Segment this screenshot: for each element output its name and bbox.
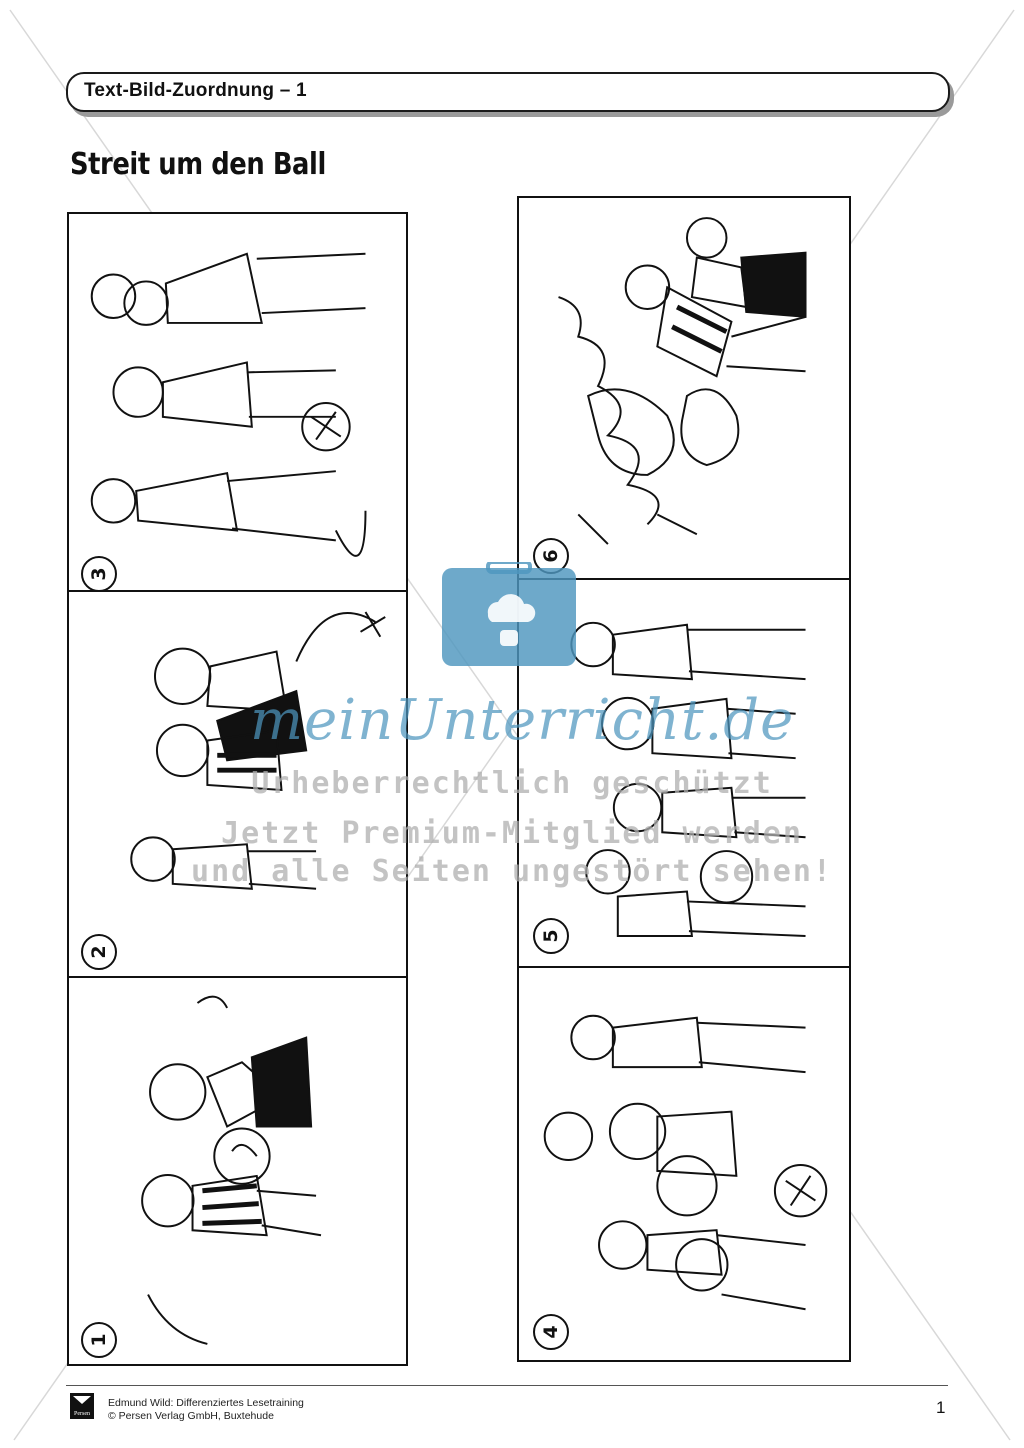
watermark-line-1: Urheberrechtlich geschützt xyxy=(251,766,773,801)
panel-number-2: 2 xyxy=(81,934,117,970)
illustration-children-pushing xyxy=(130,611,386,890)
header-title: Text-Bild-Zuordnung – 1 xyxy=(84,80,307,101)
watermark-logo: meinUnterricht.de xyxy=(250,688,795,753)
page-number: 1 xyxy=(936,1398,946,1417)
footer-citation: Edmund Wild: Differenziertes Lesetrainin… xyxy=(108,1397,304,1423)
panel-1: 1 xyxy=(67,976,408,1366)
illustration-children-group xyxy=(570,621,806,938)
illustration-children-standing xyxy=(90,252,367,557)
watermark-line-2: Jetzt Premium-Mitglied werden xyxy=(221,816,803,851)
header-bar xyxy=(66,72,950,112)
briefcase-cloud-icon xyxy=(442,562,576,666)
panel-6: 6 xyxy=(517,196,851,580)
illustration-children-catching-ball xyxy=(543,1014,828,1311)
panel-number-4: 4 xyxy=(533,1314,569,1350)
panel-number-1: 1 xyxy=(81,1322,117,1358)
footer-line-2: © Persen Verlag GmbH, Buxtehude xyxy=(108,1410,274,1422)
panel-2: 2 xyxy=(67,590,408,978)
illustration-two-boys-ball xyxy=(141,995,322,1345)
publisher-logo: Persen xyxy=(70,1393,94,1419)
publisher-logo-text: Persen xyxy=(74,1411,90,1417)
panel-4: 4 xyxy=(517,966,851,1362)
panel-number-5: 5 xyxy=(533,918,569,954)
watermark-line-3: und alle Seiten ungestört sehen! xyxy=(191,854,833,889)
footer-rule xyxy=(66,1385,948,1386)
page-title: Streit um den Ball xyxy=(70,147,326,182)
panel-3: 3 xyxy=(67,212,408,592)
panel-number-3: 3 xyxy=(81,556,117,590)
illustration-children-fighting xyxy=(558,217,807,545)
footer-line-1: Edmund Wild: Differenziertes Lesetrainin… xyxy=(108,1397,304,1409)
